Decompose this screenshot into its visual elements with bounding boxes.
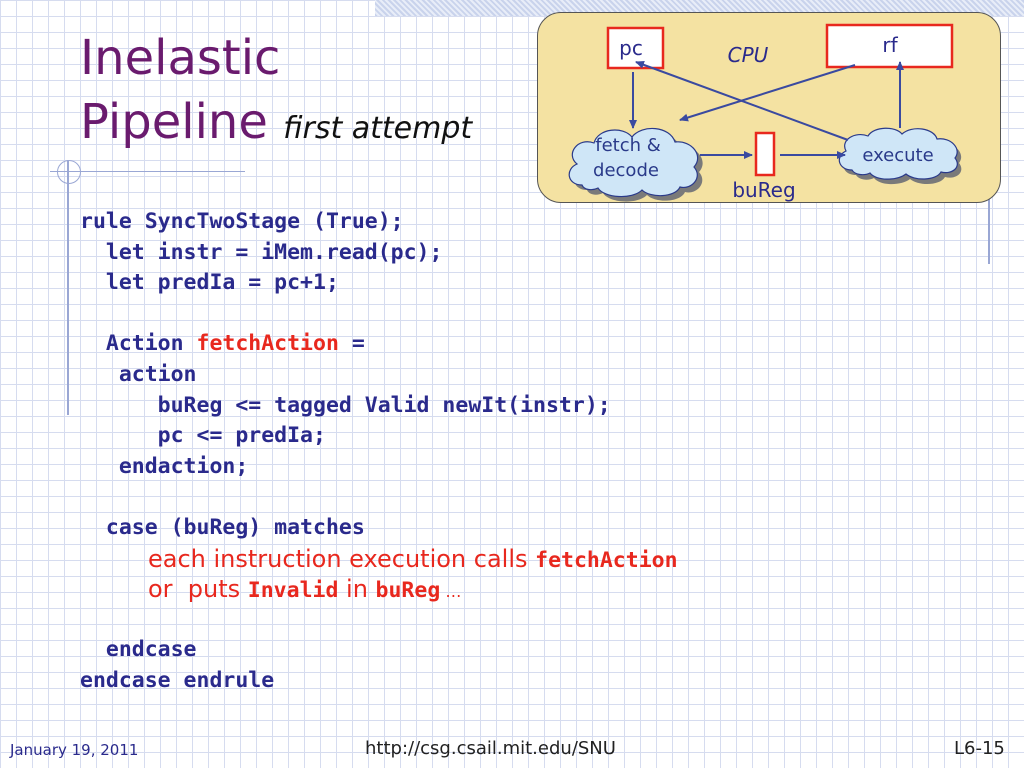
footer-url: http://csg.csail.mit.edu/SNU: [365, 738, 616, 759]
cpu-diagram: pc rf CPU fetch & decode execute buReg: [568, 23, 962, 202]
arrow-execute-to-pc: [635, 61, 849, 141]
bureg-register-box: [754, 131, 776, 177]
code-line: let predIa = pc+1;: [80, 270, 339, 296]
code-note-line: each instruction execution calls fetchAc…: [80, 544, 980, 575]
arrow-rf-to-fetch: [679, 64, 856, 122]
code-text: =: [338, 331, 365, 357]
code-note-line: or puts Invalid in buReg …: [80, 574, 980, 605]
code-text: Action: [80, 331, 197, 357]
bureg-label: buReg: [732, 178, 795, 202]
footer-date: January 19, 2011: [10, 741, 139, 759]
note-text: each instruction execution calls: [148, 544, 536, 573]
code-line: endcase: [80, 637, 197, 663]
code-highlight: fetchAction: [196, 331, 339, 357]
note-highlight: Invalid: [247, 578, 339, 604]
code-line: Action fetchAction =: [80, 329, 980, 360]
note-text: in: [338, 575, 376, 604]
title-line1: Inelastic: [80, 30, 281, 86]
crosshair-decoration: [57, 160, 81, 184]
title-underline: [50, 171, 245, 172]
title-subtitle: first attempt: [283, 111, 473, 146]
pc-label: pc: [619, 36, 643, 60]
left-decorative-line: [67, 160, 69, 415]
code-line: endcase endrule: [80, 667, 275, 693]
note-highlight: buReg: [375, 578, 441, 604]
slide-title: Inelastic Pipeline first attempt: [80, 26, 472, 161]
title-line2: Pipeline: [80, 94, 268, 150]
cpu-label: CPU: [728, 43, 769, 67]
code-line: case (buReg) matches: [80, 514, 365, 540]
code-blank-line: [80, 482, 980, 513]
fetch-label-line2: decode: [593, 160, 659, 181]
code-blank-line: [80, 605, 980, 636]
execute-label: execute: [862, 145, 933, 166]
note-text: or puts: [148, 575, 248, 604]
code-line: rule SyncTwoStage (True);: [80, 209, 404, 234]
code-line: buReg <= tagged Valid newIt(instr);: [80, 392, 611, 418]
code-line: endaction;: [80, 453, 249, 479]
note-highlight: fetchAction: [535, 547, 678, 573]
code-blank-line: [80, 299, 980, 330]
fetch-decode-cloud: fetch & decode: [568, 128, 703, 202]
note-text: …: [440, 582, 462, 602]
code-line: let instr = iMem.read(pc);: [80, 239, 443, 265]
fetch-label-line1: fetch &: [595, 135, 661, 156]
slide-number: L6-15: [954, 738, 1005, 759]
code-line: pc <= predIa;: [80, 423, 326, 449]
code-line: action: [80, 361, 197, 387]
rf-register-box: [825, 23, 954, 69]
code-block: rule SyncTwoStage (True); let instr = iM…: [80, 207, 980, 697]
execute-cloud: execute: [838, 127, 962, 185]
rf-label: rf: [882, 33, 898, 57]
